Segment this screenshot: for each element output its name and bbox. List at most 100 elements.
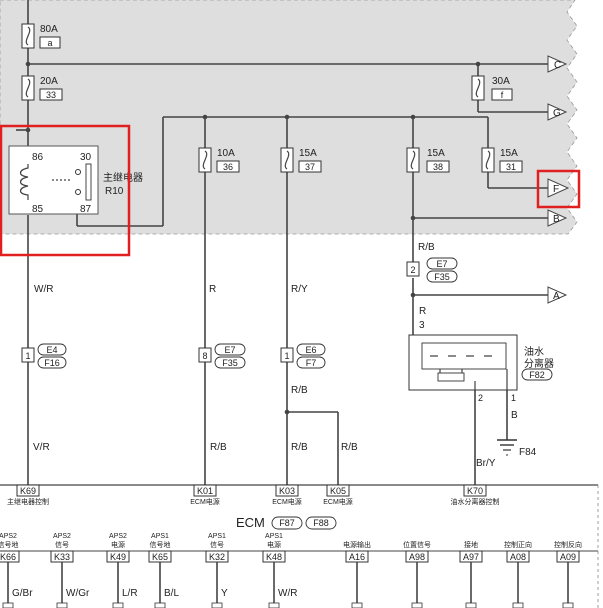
- pin-code: K32: [209, 552, 225, 562]
- connector-code: F35: [222, 358, 238, 368]
- fuse-id: 33: [46, 90, 56, 100]
- wire-label: W/R: [34, 284, 53, 295]
- fuse-30a[interactable]: 30A f: [471, 75, 513, 101]
- ecm-pin-a08[interactable]: 控制正向 A08: [504, 540, 532, 608]
- wire-label: R/Y: [291, 284, 308, 295]
- arrow-connector-c[interactable]: C: [547, 55, 568, 73]
- ecm-label: ECM F87 F88: [236, 515, 337, 530]
- arrow-connector-a[interactable]: A: [547, 286, 568, 304]
- separator-code: F82: [529, 370, 545, 380]
- pin-desc: 信号地: [150, 540, 171, 549]
- arrow-label: A: [553, 291, 560, 302]
- pin-terminal: [351, 602, 363, 608]
- connector-code: E4: [46, 345, 57, 355]
- arrow-label: C: [554, 60, 561, 71]
- pin-terminal: [268, 602, 280, 608]
- main-relay[interactable]: 86 30 85 87 主继电器 R10: [8, 145, 143, 215]
- pin-desc: ECM电源: [272, 497, 302, 506]
- inline-connector-e6-f7[interactable]: 1 E6 F7: [280, 343, 326, 369]
- wire-label: B/L: [164, 588, 179, 599]
- separator-name: 分离器: [524, 357, 554, 370]
- wire-label: R/B: [291, 442, 308, 453]
- inline-connector-e7-f35[interactable]: 8 E7 F35: [198, 343, 246, 369]
- inline-connector-e4-f16[interactable]: 1 E4 F16: [21, 343, 67, 369]
- ground-icon: [497, 439, 517, 456]
- wire-label: R: [209, 284, 216, 295]
- water-separator[interactable]: 油水 分离器 F82: [408, 334, 554, 391]
- fuse-id: 31: [506, 162, 516, 172]
- relay-highlight-box: [0, 124, 131, 257]
- pin-code: A08: [510, 552, 526, 562]
- pin-desc: APS1: [151, 533, 169, 540]
- ecm-pin-k69[interactable]: K69 主继电器控制: [7, 484, 49, 506]
- arrow-connector-f[interactable]: F: [547, 178, 570, 198]
- pin-code: K05: [330, 486, 346, 496]
- pin-terminal: [112, 602, 124, 608]
- pin-code: K70: [467, 486, 483, 496]
- fuse-box-wires: [16, 0, 548, 485]
- fuse-15a-38[interactable]: 15A 38: [406, 147, 450, 173]
- relay-pin-85: 85: [32, 204, 44, 215]
- pin-desc: APS2: [0, 533, 17, 540]
- pin-desc: APS2: [109, 533, 127, 540]
- wire-label: V/R: [33, 442, 50, 453]
- fuse-15a-37[interactable]: 15A 37: [280, 147, 322, 173]
- wire-label: 3: [419, 320, 425, 331]
- pin-code: A16: [349, 552, 365, 562]
- pin-desc: ECM电源: [190, 497, 220, 506]
- wire-label: B: [511, 410, 518, 421]
- connector-code: E7: [224, 345, 235, 355]
- ecm-pin-k05[interactable]: K05 ECM电源: [323, 484, 353, 506]
- wire-label: R/B: [418, 242, 435, 253]
- fuse-20a[interactable]: 20A 33: [21, 75, 63, 101]
- wire-label: R/B: [341, 442, 358, 453]
- fuse-80a[interactable]: 80A a: [21, 23, 61, 49]
- pin-desc: 电源输出: [343, 540, 371, 549]
- pin-desc: APS1: [208, 533, 226, 540]
- fuse-15a-31[interactable]: 15A 31: [481, 147, 523, 173]
- arrow-connector-g[interactable]: G: [547, 103, 568, 121]
- connector-pin: 2: [410, 265, 415, 275]
- junction-dots: [25, 61, 481, 415]
- connector-pin: 1: [284, 351, 289, 361]
- pin-desc: 接地: [464, 540, 478, 549]
- pin-terminal: [411, 602, 423, 608]
- pin-desc: 控制正向: [504, 540, 532, 549]
- pin-code: K01: [197, 486, 213, 496]
- pin-terminal: [154, 602, 166, 608]
- ground-code: F84: [519, 447, 537, 458]
- ecm-pin-k03[interactable]: K03 ECM电源: [272, 484, 302, 506]
- wire-label: R/B: [210, 442, 227, 453]
- ecm-pin-k01[interactable]: K01 ECM电源: [190, 484, 220, 506]
- pin-desc: 主继电器控制: [7, 497, 49, 506]
- relay-pin-86: 86: [32, 152, 44, 163]
- pin-desc: 信号: [55, 540, 69, 549]
- pin-terminal: [465, 602, 477, 608]
- ecm-pin-k70[interactable]: K70 油水分离器控制: [451, 484, 500, 506]
- arrow-connector-b[interactable]: B: [547, 209, 568, 227]
- inline-connector-e7-f35-b[interactable]: 2 E7 F35: [406, 257, 458, 283]
- relay-pin-30: 30: [80, 152, 92, 163]
- pin-desc: ECM电源: [323, 497, 353, 506]
- fuse-id: 38: [433, 162, 443, 172]
- connector-pin: 8: [202, 351, 207, 361]
- wire-label: Br/Y: [476, 458, 496, 469]
- connector-code: E7: [436, 259, 447, 269]
- ecm-pin-a16[interactable]: 电源输出 A16: [343, 540, 371, 608]
- pin-desc: APS2: [53, 533, 71, 540]
- ecm-name: ECM: [236, 515, 265, 530]
- relay-pin-87: 87: [80, 204, 92, 215]
- pin-terminal: [2, 602, 14, 608]
- pin-desc: 信号: [210, 540, 224, 549]
- ecm-connector: F88: [313, 518, 329, 528]
- fuse-10a[interactable]: 10A 36: [198, 147, 240, 173]
